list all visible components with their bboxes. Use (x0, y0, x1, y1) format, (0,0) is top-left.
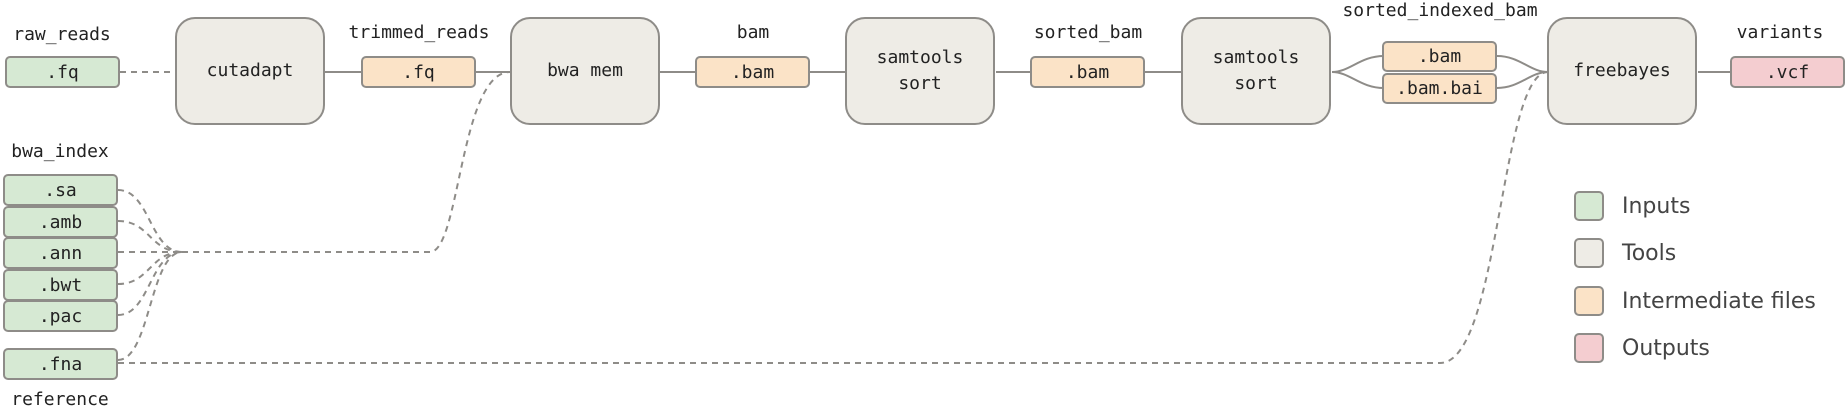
legend-swatch-outputs (1574, 333, 1604, 363)
tool-label: bwa mem (547, 60, 623, 81)
legend-swatch-intermediate (1574, 286, 1604, 316)
file-sa: .sa (3, 174, 118, 206)
tool-samtools-sort-2: samtools sort (1181, 17, 1331, 125)
label-bwa-index: bwa_index (11, 141, 109, 162)
tool-label-line1: samtools (1212, 47, 1300, 68)
label-bam: bam (736, 22, 770, 43)
label-reference: reference (11, 389, 109, 410)
edge-pac-merge (117, 251, 183, 316)
edge-bai-freebayes (1496, 71, 1549, 89)
label-sorted-bam: sorted_bam (1033, 22, 1143, 43)
label-raw-reads: raw_reads (13, 24, 111, 45)
file-bam: .bam (695, 56, 810, 88)
edge-fna-freebayes (118, 71, 1549, 364)
tool-bwa-mem: bwa mem (510, 17, 660, 125)
file-ann: .ann (3, 237, 118, 269)
tool-label: cutadapt (206, 60, 294, 81)
edge-bam-freebayes (1496, 55, 1549, 73)
file-pac: .pac (3, 300, 118, 332)
label-trimmed-reads: trimmed_reads (348, 22, 490, 43)
legend-label: Intermediate files (1622, 288, 1816, 314)
tool-cutadapt: cutadapt (175, 17, 325, 125)
tool-label: freebayes (1573, 60, 1671, 81)
file-amb: .amb (3, 206, 118, 238)
legend-item-intermediate: Intermediate files (1574, 286, 1816, 316)
legend-label: Inputs (1622, 193, 1691, 219)
legend-item-outputs: Outputs (1574, 333, 1710, 363)
edge-bwt-merge (117, 251, 183, 285)
file-trimmed-fq: .fq (361, 56, 476, 88)
tool-samtools-sort-1: samtools sort (845, 17, 995, 125)
file-raw-fq: .fq (5, 56, 120, 88)
tool-freebayes: freebayes (1547, 17, 1697, 125)
edge-amb-merge (117, 220, 183, 253)
tool-label-line2: sort (1234, 73, 1278, 94)
tool-label-line1: samtools (876, 47, 964, 68)
tool-label-line2: sort (898, 73, 942, 94)
edge-fna-merge (117, 251, 183, 361)
legend-item-tools: Tools (1574, 238, 1676, 268)
legend-label: Tools (1622, 240, 1677, 266)
file-bwt: .bwt (3, 269, 118, 301)
edge-sa-merge (117, 189, 183, 253)
file-vcf: .vcf (1730, 56, 1845, 88)
file-indexed-bam: .bam (1382, 41, 1497, 72)
edge-samtools2-bai (1331, 71, 1385, 89)
file-indexed-bai: .bam.bai (1382, 73, 1497, 104)
edge-samtools2-bam (1331, 55, 1385, 73)
file-fna: .fna (3, 348, 118, 380)
legend-swatch-tools (1574, 238, 1604, 268)
legend-item-inputs: Inputs (1574, 191, 1690, 221)
file-sorted-bam: .bam (1030, 56, 1145, 88)
edge-index-bwamem (182, 71, 511, 253)
legend-label: Outputs (1622, 335, 1710, 361)
label-sorted-indexed-bam: sorted_indexed_bam (1342, 0, 1538, 21)
label-variants: variants (1736, 22, 1824, 43)
legend-swatch-inputs (1574, 191, 1604, 221)
